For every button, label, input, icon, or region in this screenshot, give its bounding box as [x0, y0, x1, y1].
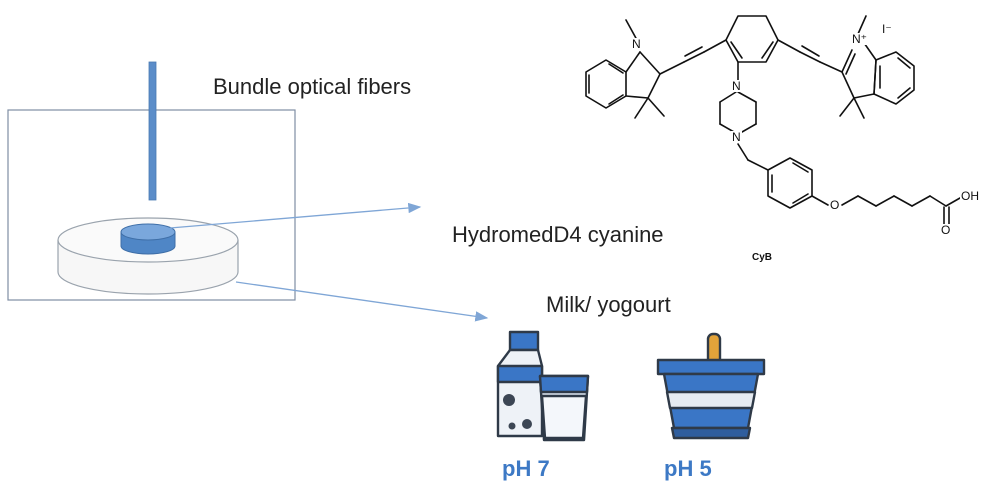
- arrow-to-cyanine: [169, 202, 422, 229]
- iodide-counterion-label: I⁻: [882, 22, 892, 36]
- cyb-structure: [585, 15, 961, 225]
- ph7-label: pH 7: [502, 456, 550, 481]
- atom-n-piperazine-bottom: N: [731, 130, 742, 144]
- atom-o-ether: O: [829, 198, 841, 212]
- atom-oh: OH: [960, 189, 980, 203]
- yogurt-cup-icon: [656, 332, 766, 440]
- ph5-label: pH 5: [664, 456, 712, 481]
- milk-yogourt-label: Milk/ yogourt: [546, 292, 671, 317]
- atom-n-left: N: [631, 37, 642, 51]
- atom-o-carbonyl: O: [940, 223, 952, 237]
- milk-carton-icon: [496, 330, 544, 438]
- milk-glass-icon: [538, 374, 590, 442]
- atom-n-plus-right: N⁺: [851, 32, 868, 46]
- sample-disc: [120, 223, 176, 255]
- compound-label: CyB: [752, 252, 773, 263]
- cyanine-label: HydromedD4 cyanine: [452, 222, 664, 247]
- bundle-fibers-label: Bundle optical fibers: [213, 74, 412, 99]
- optical-fiber: [148, 61, 157, 201]
- milk-icon-group: [496, 330, 590, 442]
- atom-n-piperazine-top: N: [731, 79, 742, 93]
- arrow-to-milk: [235, 281, 489, 322]
